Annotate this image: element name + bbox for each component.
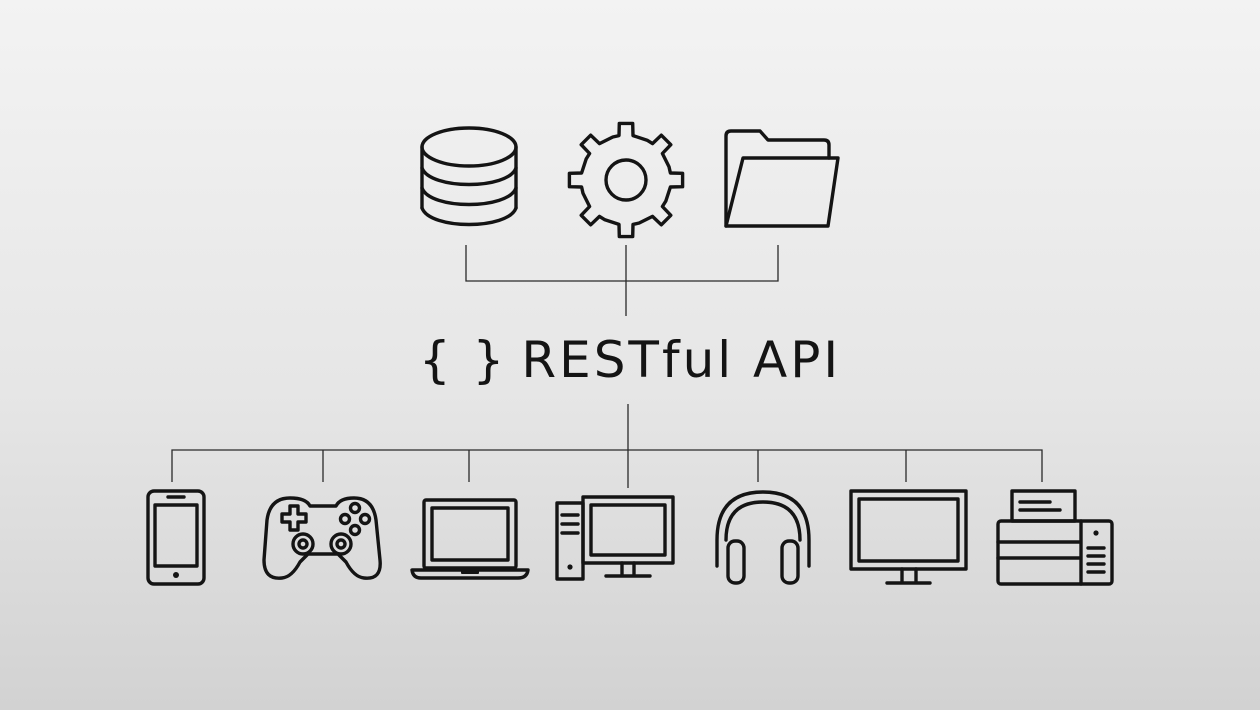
curly-braces-icon: { } [418, 331, 508, 389]
api-title: { }RESTful API [0, 328, 1260, 392]
client-connectors [171, 404, 1043, 488]
laptop-icon [410, 498, 530, 580]
gamepad-icon [262, 496, 382, 580]
gear-icon [567, 121, 685, 239]
headphones-icon [715, 490, 811, 585]
monitor-icon [849, 489, 968, 585]
source-connectors [465, 245, 779, 316]
printer-icon [996, 489, 1114, 586]
desktop-pc-icon [555, 495, 675, 581]
api-label: RESTful API [521, 331, 842, 389]
database-icon [420, 126, 518, 227]
smartphone-icon [146, 489, 206, 586]
folder-icon [724, 129, 840, 228]
